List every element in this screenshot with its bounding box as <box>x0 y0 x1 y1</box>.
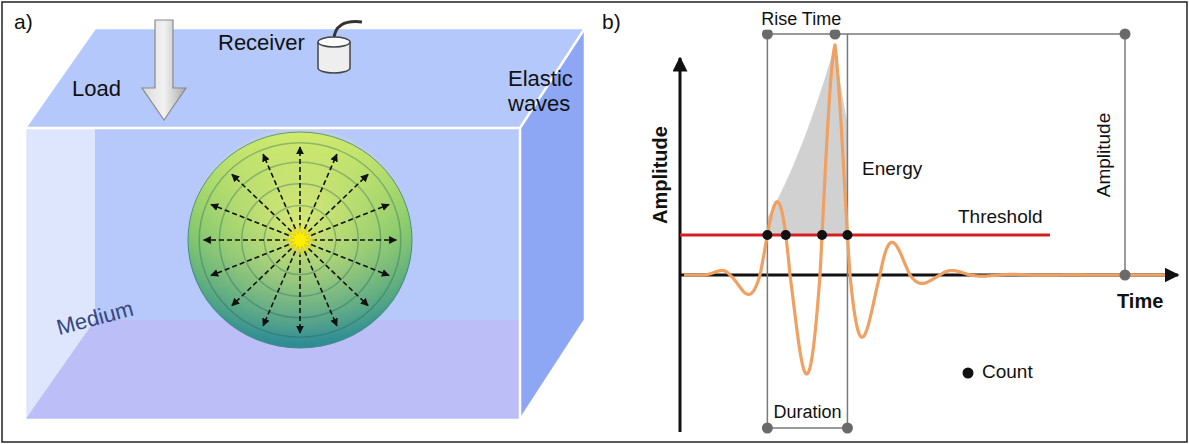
wave-ray <box>211 204 289 235</box>
wave-ray <box>232 174 292 231</box>
medium-box <box>25 28 585 420</box>
top-edge <box>25 28 585 128</box>
count-dot <box>781 230 791 240</box>
measure-dot <box>1120 270 1131 281</box>
y-axis <box>679 58 682 432</box>
measure-dot <box>762 423 773 434</box>
measure-line <box>767 427 847 429</box>
legend-dot <box>963 368 974 379</box>
load-arrow <box>142 20 186 120</box>
wave-ray <box>305 154 337 229</box>
wave-ray <box>308 174 368 231</box>
sensor-top <box>318 37 350 47</box>
wave-ray <box>305 251 337 326</box>
ae-waveform <box>684 45 1165 374</box>
count-dot <box>762 230 772 240</box>
top-face <box>25 28 585 128</box>
wave-ray <box>299 147 301 228</box>
threshold-line <box>680 234 1050 237</box>
box-edges <box>25 28 585 420</box>
wave-highlight <box>188 128 412 344</box>
wave-ray <box>263 154 295 229</box>
energy-label: Energy <box>862 158 922 180</box>
receiver-label: Receiver <box>218 30 305 55</box>
front-face <box>25 128 520 420</box>
axis-label: Time <box>1117 290 1163 313</box>
legend-text: Count <box>982 361 1033 383</box>
source-burst <box>285 225 315 255</box>
axis-label: Amplitude <box>649 126 672 224</box>
wave-ray <box>311 204 389 235</box>
wave-ray <box>299 252 301 333</box>
count-dot <box>817 230 827 240</box>
duration-label: Duration <box>771 402 843 423</box>
measure-line <box>767 34 1125 428</box>
wave-ray <box>263 251 295 326</box>
receiver-sensor <box>318 22 362 73</box>
amplitude-label: Amplitude <box>1093 111 1115 200</box>
wave-ray <box>211 245 289 276</box>
waveform-plot <box>680 29 1165 434</box>
wave-ray <box>312 239 396 241</box>
front-edge <box>25 128 520 420</box>
wave-ray <box>204 239 288 241</box>
measure-dot <box>842 423 853 434</box>
rise-time-label: Rise Time <box>759 9 843 30</box>
panel-letter: b) <box>602 10 621 34</box>
wave-ray <box>308 248 368 305</box>
measure-dot <box>830 29 841 40</box>
count-dot <box>842 230 852 240</box>
load-label: Load <box>72 76 121 101</box>
medium-label: Medium <box>54 296 136 341</box>
measure-dot <box>762 29 773 40</box>
threshold-label: Threshold <box>958 206 1043 228</box>
wave-ellipsoid <box>188 128 412 348</box>
wave-ray <box>232 248 292 305</box>
wave-ray <box>311 245 389 276</box>
wave-label: Elastic waves <box>508 66 586 117</box>
panel-letter: a) <box>14 10 33 34</box>
measure-dot <box>1120 29 1131 40</box>
wave-ring <box>199 143 401 337</box>
